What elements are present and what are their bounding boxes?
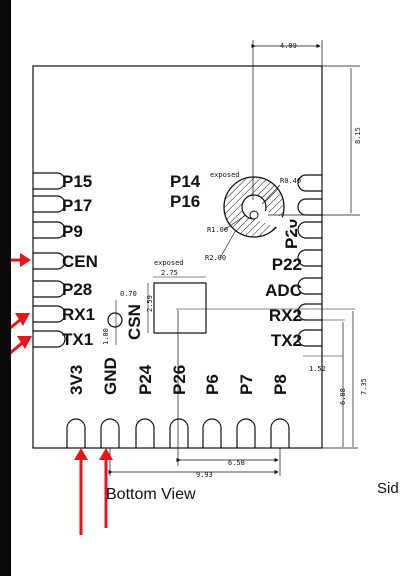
- dim-r070: 0.70: [120, 290, 137, 298]
- pad-left-3: [33, 221, 66, 239]
- left-pin-labels: P15 P17 P9 CEN P28 RX1 TX1: [62, 172, 98, 349]
- pad-left-1: [33, 172, 66, 190]
- pin-label-csn: CSN: [125, 304, 144, 340]
- pin-label-p22: P22: [272, 255, 302, 274]
- dim-w658: 6.58: [228, 459, 245, 467]
- pin-label-3v3: 3V3: [67, 365, 86, 395]
- pad-right-1: [297, 174, 322, 192]
- dim-bottom: [108, 310, 281, 476]
- pin-label-p16: P16: [170, 192, 200, 211]
- pin-label-p6: P6: [203, 374, 222, 395]
- pin-label-p15: P15: [62, 172, 92, 191]
- dim-w993: 9.93: [196, 471, 213, 479]
- dim-r100b: 1.00: [102, 328, 110, 345]
- dim-w152: 1.52: [309, 365, 326, 373]
- dim-right-height: [268, 65, 360, 216]
- caption-side-view: Sid: [377, 480, 399, 497]
- pad-left-2: [33, 195, 66, 213]
- exposed-square-pad: [153, 282, 207, 334]
- csn-test-pad: [107, 312, 123, 328]
- pin-label-tx1: TX1: [62, 330, 93, 349]
- dim-pad-height: 2.59: [146, 295, 154, 312]
- pin-label-gnd: GND: [101, 357, 120, 395]
- dim-right-bottom: [290, 311, 358, 449]
- pin-label-p7: P7: [237, 374, 256, 395]
- exposed-round-pad: [223, 176, 290, 238]
- bottom-pads: [66, 418, 290, 448]
- pin-label-p24: P24: [136, 364, 155, 395]
- pad-left-4: [33, 252, 66, 270]
- pad-left-6: [33, 305, 66, 323]
- highlight-arrows: [3, 253, 113, 535]
- exposed-label-pad: exposed: [154, 259, 184, 267]
- pin-label-rx1: RX1: [62, 305, 95, 324]
- dim-h688: 6.88: [339, 388, 347, 405]
- dim-h735: 7.35: [360, 378, 368, 395]
- right-pin-labels: P20 P22 ADC RX2 TX2: [265, 219, 302, 350]
- pin-label-p28: P28: [62, 280, 92, 299]
- dim-right-height-label: 8.15: [354, 127, 362, 144]
- module-outline: [32, 65, 323, 449]
- pad-left-5: [33, 280, 66, 298]
- pin-label-adc: ADC: [265, 281, 302, 300]
- pin-label-p8: P8: [271, 374, 290, 395]
- dim-top-width: [251, 40, 323, 200]
- dim-r040: R0.40: [280, 177, 301, 185]
- caption-bottom-view: Bottom View: [106, 486, 196, 503]
- dim-r200: R2.00: [205, 254, 226, 262]
- dim-pad-width: 2.75: [161, 269, 178, 277]
- pad-left-7: [33, 330, 66, 348]
- left-dark-strip: [0, 0, 11, 576]
- bottom-pin-labels: 3V3 GND P24 P26 P6 P7 P8: [67, 357, 290, 395]
- pin-label-p9: P9: [62, 222, 83, 241]
- dim-top-width-label: 4.09: [280, 42, 297, 50]
- pin-label-p26: P26: [170, 365, 189, 395]
- pin-label-p14: P14: [170, 172, 201, 191]
- dim-r100: R1.00: [207, 226, 228, 234]
- pin-label-p17: P17: [62, 196, 92, 215]
- exposed-label-top: exposed: [210, 171, 240, 179]
- left-pads: [33, 172, 66, 348]
- pin-label-cen: CEN: [62, 252, 98, 271]
- pin-label-tx2: TX2: [271, 331, 302, 350]
